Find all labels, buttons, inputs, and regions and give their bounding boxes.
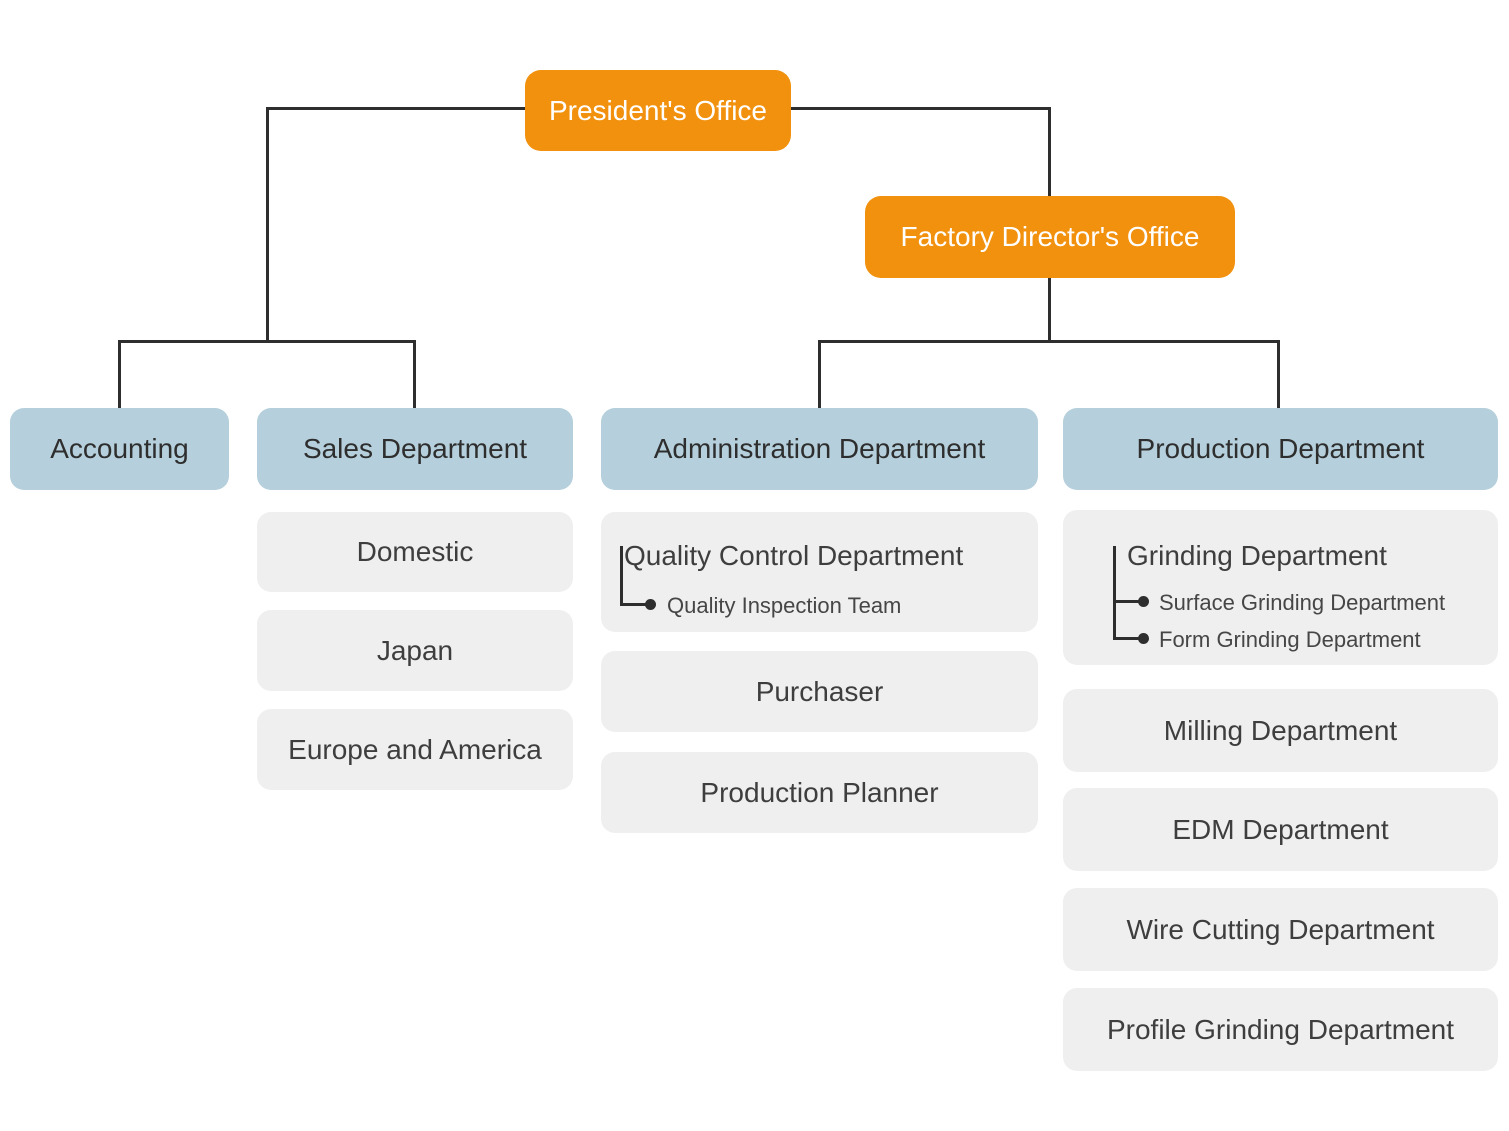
connector-to-accounting	[118, 340, 121, 408]
node-label: Japan	[376, 634, 454, 666]
node-europe-and-america: Europe and America	[257, 709, 573, 790]
node-label: Production Department	[1136, 433, 1425, 464]
sub-connector	[1113, 546, 1116, 640]
node-quality-control-department: Quality Control Department Quality Inspe…	[601, 512, 1038, 632]
node-milling-department: Milling Department	[1063, 689, 1498, 772]
node-label: Milling Department	[1163, 714, 1398, 746]
node-wire-cutting-department: Wire Cutting Department	[1063, 888, 1498, 971]
connector-president-right	[789, 107, 1051, 110]
node-sales-department: Sales Department	[257, 408, 573, 490]
node-purchaser: Purchaser	[601, 651, 1038, 732]
bullet-icon	[1138, 596, 1149, 607]
node-japan: Japan	[257, 610, 573, 691]
node-form-grinding-department: Form Grinding Department	[1159, 627, 1421, 652]
node-label: Factory Director's Office	[900, 221, 1200, 252]
bullet-icon	[645, 599, 656, 610]
node-grinding-department: Grinding Department Surface Grinding Dep…	[1063, 510, 1498, 665]
node-production-department: Production Department	[1063, 408, 1498, 490]
node-label: Europe and America	[288, 733, 542, 765]
node-label: Production Planner	[700, 776, 939, 808]
node-quality-inspection-team: Quality Inspection Team	[667, 593, 902, 618]
connector-president-left	[267, 107, 527, 110]
node-factory-directors-office: Factory Director's Office	[865, 196, 1235, 278]
node-label: Domestic	[356, 536, 474, 567]
sub-connector	[620, 603, 653, 606]
node-label: EDM Department	[1172, 813, 1389, 845]
node-profile-grinding-department: Profile Grinding Department	[1063, 988, 1498, 1071]
node-domestic: Domestic	[257, 512, 573, 592]
connector-factory-bottom	[1048, 277, 1051, 343]
node-presidents-office: President's Office	[525, 70, 791, 151]
node-label: President's Office	[548, 94, 768, 126]
sub-connector	[620, 546, 623, 606]
node-label: Wire Cutting Department	[1126, 913, 1435, 945]
node-surface-grinding-department: Surface Grinding Department	[1159, 590, 1446, 615]
node-edm-department: EDM Department	[1063, 788, 1498, 871]
connector-to-production	[1277, 340, 1280, 408]
connector-factory-top	[1048, 107, 1051, 197]
node-administration-department: Administration Department	[601, 408, 1038, 490]
node-production-planner: Production Planner	[601, 752, 1038, 833]
connector-to-administration	[818, 340, 821, 408]
connector-left-drop	[266, 107, 269, 343]
node-label: Quality Control Department	[624, 540, 964, 571]
node-accounting: Accounting	[10, 408, 229, 490]
bullet-icon	[1138, 633, 1149, 644]
node-label: Purchaser	[755, 675, 884, 707]
node-label: Sales Department	[302, 433, 528, 464]
node-label: Accounting	[50, 433, 189, 464]
sub-connector	[1113, 600, 1146, 603]
node-label: Grinding Department	[1127, 540, 1387, 571]
connector-left-branch	[118, 340, 416, 343]
node-label: Administration Department	[653, 433, 986, 464]
node-label: Profile Grinding Department	[1106, 1013, 1455, 1045]
connector-right-branch	[818, 340, 1280, 343]
sub-connector	[1113, 637, 1146, 640]
connector-to-sales	[413, 340, 416, 408]
